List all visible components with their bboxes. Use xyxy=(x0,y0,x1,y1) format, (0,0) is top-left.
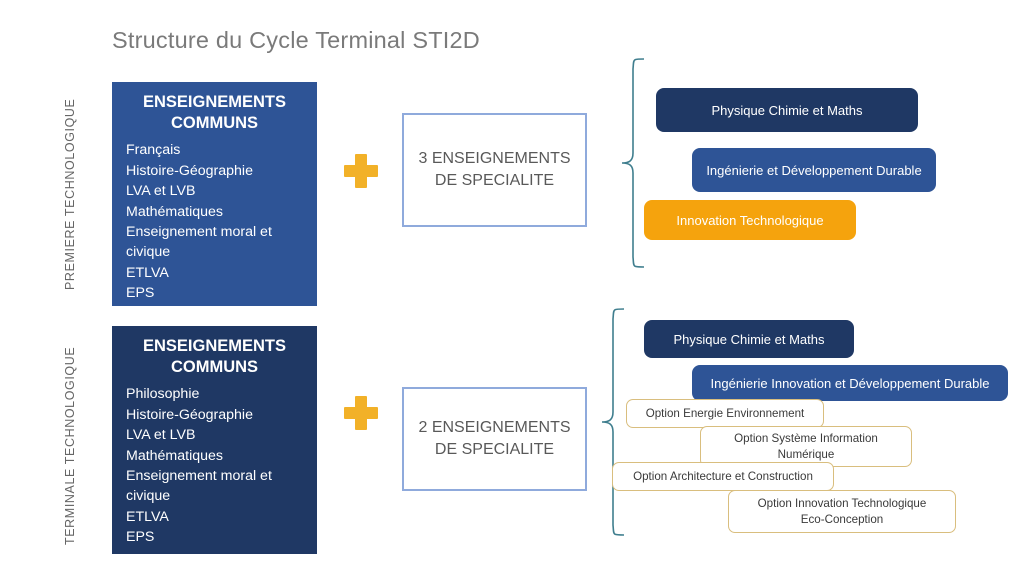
common-teachings-box-terminale: ENSEIGNEMENTS COMMUNS Philosophie Histoi… xyxy=(112,326,317,554)
specialty-pill-ingenierie-innovation-developpement-durable-terminale: Ingénierie Innovation et Développement D… xyxy=(692,365,1008,401)
list-item: Français xyxy=(126,142,181,159)
specialty-count-line2-premiere: DE SPECIALITE xyxy=(434,172,555,189)
option-itec-line2: Eco-Conception xyxy=(800,512,884,526)
list-item: ETLVA xyxy=(126,508,169,525)
common-teachings-list-terminale: Philosophie Histoire-Géographie LVA et L… xyxy=(112,384,317,548)
option-box-energie-environnement: Option Energie Environnement xyxy=(626,399,824,428)
specialty-count-box-premiere: 3 ENSEIGNEMENTS DE SPECIALITE xyxy=(402,113,587,227)
list-item: ETLVA xyxy=(126,264,169,281)
stage-label-terminale: TERMINALE TECHNOLOGIQUE xyxy=(63,346,77,545)
list-item: LVA et LVB xyxy=(126,427,196,444)
plus-icon xyxy=(344,154,378,188)
option-box-innovation-technologique-eco-conception: Option Innovation Technologique Eco-Conc… xyxy=(728,490,956,533)
option-box-systeme-information-numerique: Option Système Information Numérique xyxy=(700,426,912,467)
list-item: Histoire-Géographie xyxy=(126,162,253,179)
specialty-count-line2-terminale: DE SPECIALITE xyxy=(434,441,555,458)
specialty-count-line1-terminale: 2 ENSEIGNEMENTS xyxy=(418,418,571,436)
option-sin-line2: Numérique xyxy=(777,447,835,461)
list-item: EPS xyxy=(126,529,155,546)
specialty-pill-innovation-technologique-premiere: Innovation Technologique xyxy=(644,200,856,240)
brace-terminale xyxy=(601,308,625,536)
list-item: Histoire-Géographie xyxy=(126,406,253,423)
stage-label-premiere: PREMIERE TECHNOLOGIQUE xyxy=(63,98,77,290)
option-box-architecture-construction: Option Architecture et Construction xyxy=(612,462,834,491)
list-item: LVA et LVB xyxy=(126,183,196,200)
specialty-count-box-terminale: 2 ENSEIGNEMENTS DE SPECIALITE xyxy=(402,387,587,491)
page-title: Structure du Cycle Terminal STI2D xyxy=(112,27,480,53)
brace-premiere xyxy=(621,58,645,268)
list-item: Philosophie xyxy=(126,386,200,403)
specialty-count-line1-premiere: 3 ENSEIGNEMENTS xyxy=(418,149,571,167)
option-itec-line1: Option Innovation Technologique xyxy=(757,497,927,511)
common-teachings-title-terminale: ENSEIGNEMENTS COMMUNS xyxy=(142,337,287,377)
option-sin-line1: Option Système Information xyxy=(734,432,878,446)
plus-icon xyxy=(344,396,378,430)
common-teachings-title-premiere: ENSEIGNEMENTS COMMUNS xyxy=(142,93,287,133)
specialty-pill-physique-chimie-maths-terminale: Physique Chimie et Maths xyxy=(644,320,854,358)
common-teachings-list-premiere: Français Histoire-Géographie LVA et LVB … xyxy=(112,140,317,304)
list-item: Enseignement moral et civique xyxy=(126,467,272,505)
list-item: Enseignement moral et civique xyxy=(126,223,272,261)
specialty-pill-ingenierie-developpement-durable-premiere: Ingénierie et Développement Durable xyxy=(692,148,936,192)
list-item: Mathématiques xyxy=(126,203,223,220)
common-teachings-box-premiere: ENSEIGNEMENTS COMMUNS Français Histoire-… xyxy=(112,82,317,306)
list-item: EPS xyxy=(126,285,155,302)
list-item: Mathématiques xyxy=(126,447,223,464)
specialty-pill-physique-chimie-maths-premiere: Physique Chimie et Maths xyxy=(656,88,918,132)
